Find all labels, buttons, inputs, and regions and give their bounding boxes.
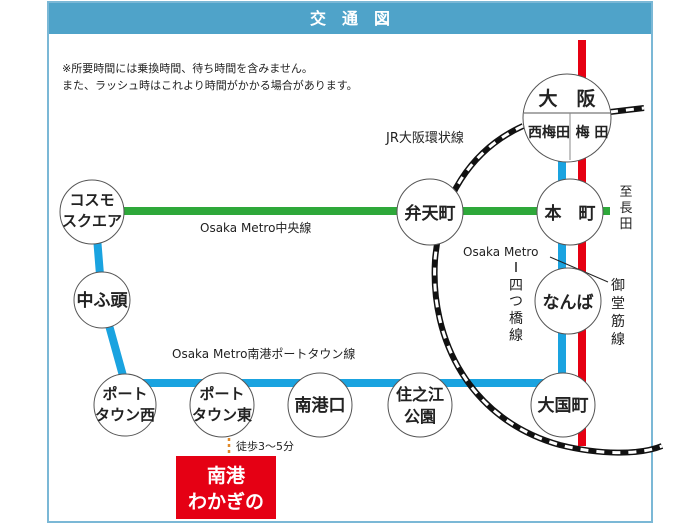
nankoguchi-label: 南港口 [295,395,346,416]
station-daikokucho[interactable] [530,372,596,438]
bentencho-label: 弁天町 [405,203,456,224]
namba-label: なんば [543,293,594,313]
page-title: 交 通 図 [310,9,390,28]
note-line-2: また、ラッシュ時はこれより時間がかかる場合があります。 [62,78,358,92]
station-bentencho[interactable] [396,178,464,246]
svg-text:橋: 橋 [509,311,523,327]
umeda-label: 梅 田 [576,124,609,141]
svg-text:つ: つ [509,294,523,310]
station-honmachi[interactable] [536,178,604,246]
station-namba[interactable] [534,267,602,335]
suminoe-label-2: 公園 [404,407,436,426]
midosuji-label: 御 堂 筋 線 [611,278,625,348]
nishiumeda-label: 西梅田 [528,124,570,141]
chufuto-label: 中ふ頭 [77,290,129,311]
svg-text:田: 田 [619,217,632,232]
station-chufuto[interactable] [73,271,131,329]
suminoe-label-1: 住之江 [396,385,444,404]
cosmo-label-1: コスモ [69,191,114,209]
honmachi-label: 本 町 [545,203,596,224]
svg-text:四: 四 [509,278,523,294]
jr-loop-line [431,105,664,456]
header-bar [49,3,651,34]
pt-east-label-2: タウン東 [192,406,252,424]
svg-text:堂: 堂 [611,296,625,312]
osaka-label: 大 阪 [538,87,596,110]
station-suminoe-koen[interactable] [387,372,453,438]
destination-label-1: 南港 [207,465,246,487]
yotsubashi-label: 四 つ 橋 線 [509,278,523,344]
station-cosmo-square[interactable] [59,179,125,245]
nanko-label: Osaka Metro南港ポートタウン線 [172,346,355,361]
note-line-1: ※所要時間には乗換時間、待ち時間を含みません。 [62,61,313,75]
pt-east-label-1: ポート [199,385,244,403]
station-port-town-east[interactable] [189,372,255,438]
cosmo-label-2: スクエア [62,212,122,230]
station-nankoguchi[interactable] [287,372,353,438]
destination-label-2: わかぎの [188,490,264,513]
daikokucho-label: 大国町 [538,395,589,416]
svg-text:線: 線 [611,332,625,348]
pt-west-label-2: タウン西 [95,406,155,424]
svg-text:筋: 筋 [611,313,625,330]
svg-text:御: 御 [611,278,625,294]
svg-text:線: 線 [509,328,523,344]
svg-text:至: 至 [619,185,632,200]
yotsubashi-prefix: Osaka Metro [463,245,538,259]
jr-loop-label: JR大阪環状線 [385,130,464,146]
station-port-town-west[interactable] [93,373,157,437]
svg-text:長: 長 [619,201,632,216]
station-osaka[interactable] [522,73,612,163]
chuo-label: Osaka Metro中央線 [200,220,311,235]
destination-box[interactable] [176,456,276,519]
walk-time: 徒歩3～5分 [236,439,294,453]
to-nagata-label: 至 長 田 [619,185,632,232]
pt-west-label-1: ポート [102,385,147,403]
